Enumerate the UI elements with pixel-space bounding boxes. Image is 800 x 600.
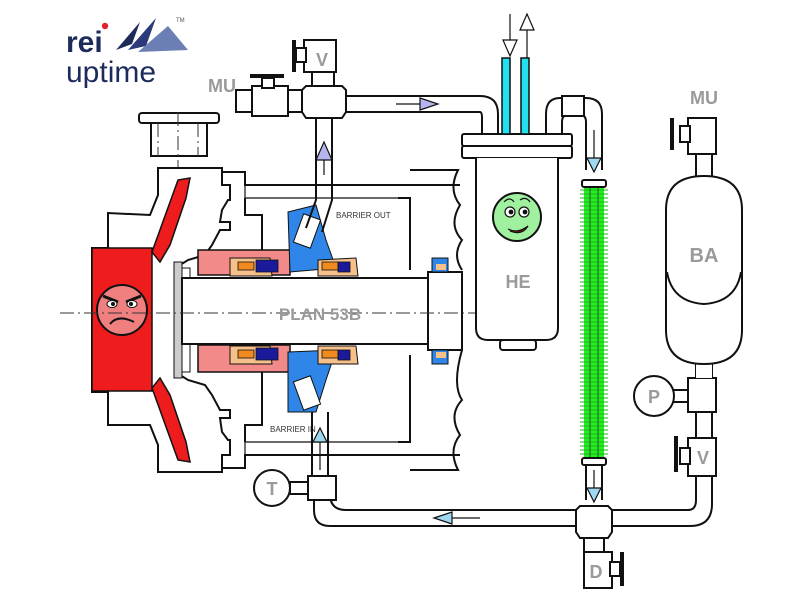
return-pipe [313, 476, 576, 527]
bladder-accumulator: BA [665, 154, 743, 378]
barrier-in-label: BARRIER IN [270, 425, 316, 434]
plan-title: PLAN 53B [279, 305, 361, 324]
trademark-symbol: TM [176, 18, 185, 24]
accumulator-label: BA [690, 245, 719, 267]
flow-arrow-up-icon [315, 140, 333, 161]
cross-fitting-top [301, 85, 347, 119]
pipe-he-to-cooler [545, 95, 607, 188]
makeup-right-label: MU [690, 88, 718, 108]
logo-rei-text: rei [66, 26, 103, 59]
flow-arrow-down-icon [586, 487, 602, 504]
heat-exchanger-label: HE [505, 272, 530, 292]
bearing-housing-break [410, 169, 464, 271]
makeup-left-label: MU [208, 76, 236, 96]
mountain-peaks-icon [116, 18, 188, 52]
logo-uptime-text: uptime [66, 56, 156, 89]
barrier-out-line [305, 118, 333, 233]
valve-top-label: V [316, 50, 328, 70]
temperature-gauge: T [253, 469, 309, 507]
tee-fitting-bottom [575, 505, 613, 539]
logo-dot-icon [101, 22, 109, 30]
flow-arrow-right-icon [419, 97, 440, 111]
makeup-valve-left[interactable]: MU [208, 74, 303, 117]
impeller-vane-top [151, 177, 191, 264]
pump-casing [91, 112, 460, 473]
arrow-up-icon [519, 12, 535, 31]
valve-top[interactable]: V [292, 39, 337, 87]
angry-face-icon [96, 284, 148, 336]
pipe-cooler-to-tee [581, 457, 607, 504]
pressure-gauge[interactable]: P [633, 375, 717, 420]
pipe-to-heat-exchanger [346, 95, 499, 136]
drain-valve[interactable]: D [583, 537, 624, 589]
temperature-gauge-label: T [267, 479, 278, 499]
pipe-tee-to-accumulator [612, 420, 713, 527]
rei-uptime-logo: rei uptime TM [66, 18, 188, 89]
barrier-out-label: BARRIER OUT [336, 211, 391, 220]
valve-right[interactable]: V [674, 436, 717, 477]
arrow-down-icon [502, 39, 518, 58]
mechanical-seal [197, 204, 449, 413]
pressure-gauge-label: P [648, 387, 660, 407]
drain-label: D [590, 562, 603, 582]
makeup-valve-right[interactable]: MU [670, 88, 718, 155]
shaft [60, 271, 480, 351]
heat-exchanger: HE [461, 12, 573, 351]
cooling-water-out [520, 57, 530, 135]
finned-tube-cooler [580, 188, 608, 458]
cooling-water-in [501, 57, 511, 135]
flow-arrow-down-icon [586, 157, 602, 174]
shaft-sleeve-end [427, 271, 463, 351]
flow-arrow-left-icon [432, 511, 453, 525]
barrier-in-line [307, 412, 337, 501]
impeller-vane-bottom [151, 376, 191, 463]
valve-right-label: V [697, 448, 709, 468]
happy-face-icon [492, 192, 542, 242]
